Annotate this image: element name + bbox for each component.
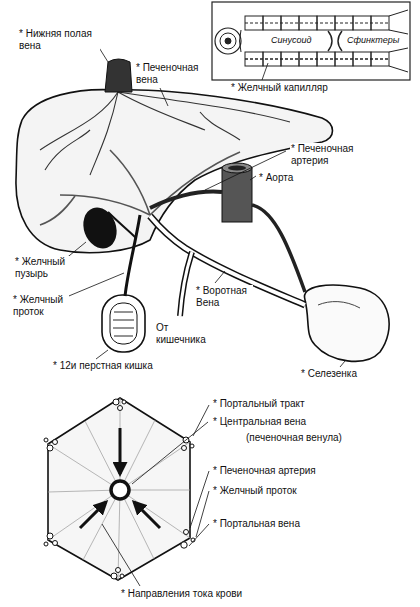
spleen-detail xyxy=(318,302,360,308)
part-label: * 12и перстная кишка xyxy=(52,360,154,372)
part-label: Синусоид xyxy=(270,35,312,45)
part-label: * Воротная Вена xyxy=(195,285,253,308)
leader-lines xyxy=(102,405,209,586)
liver xyxy=(16,90,333,253)
portal-vein xyxy=(150,216,305,316)
part-label: * Портальный тракт xyxy=(212,398,306,410)
part-label: * Нижняя полая вена xyxy=(18,28,100,51)
part-label: От кишечника xyxy=(155,322,213,345)
part-label: * Селезенка xyxy=(300,368,358,380)
bile-duct xyxy=(125,215,140,296)
cystic-duct xyxy=(108,212,136,238)
duodenum xyxy=(102,295,145,352)
part-label: * Печеночная артерия xyxy=(212,465,317,477)
part-label: * Направления тока крови xyxy=(120,588,243,600)
part-label: * Портальная вена xyxy=(212,518,301,530)
part-label: * Центральная вена xyxy=(212,416,307,428)
part-label: * Желчный капилляр xyxy=(230,82,329,94)
leader-lines xyxy=(64,46,345,367)
part-label: * Желчный проток xyxy=(12,294,69,317)
sinusoid-inset xyxy=(212,2,410,80)
part-label: * Аорта xyxy=(258,172,294,184)
part-label: * Желчный пузырь xyxy=(14,256,71,279)
part-label: (печеночная венула) xyxy=(245,432,343,444)
part-label: * Печеночная артерия xyxy=(290,143,372,166)
gallbladder xyxy=(78,203,122,253)
vena-cava xyxy=(105,59,132,92)
aorta xyxy=(222,163,252,222)
spleen xyxy=(304,285,389,361)
splenic-artery xyxy=(252,205,305,292)
part-label: * Желчный проток xyxy=(212,485,298,497)
hepatic-artery xyxy=(150,192,222,208)
part-label: Сфинктеры xyxy=(346,35,400,45)
part-label: * Печеночная вена xyxy=(135,62,205,85)
